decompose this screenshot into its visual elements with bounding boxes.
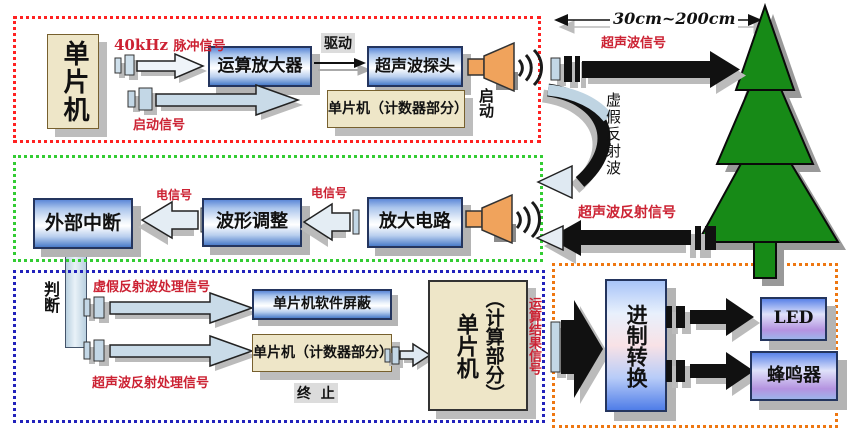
waveform-adjust-label: 波形调整 [216, 211, 288, 233]
drive-arrow-icon [314, 58, 372, 76]
external-interrupt-label: 外部中断 [44, 211, 121, 234]
reflect-processed-arrow-icon [83, 334, 257, 371]
buzzer-label: 蜂鸣器 [767, 364, 821, 386]
converter-box: 进制转换 [605, 279, 667, 412]
false-reflection-label: 虚假反射波 [604, 92, 622, 177]
software-mask-label: 单片机软件屏蔽 [273, 296, 371, 313]
pulse-freq-text: 40kHz [114, 36, 168, 54]
electric-signal-2-arrow-icon [300, 202, 360, 247]
mcu-box: 单片机 [47, 34, 99, 129]
receive-section-border [13, 155, 543, 262]
false-reflection-arrow-icon [536, 83, 613, 200]
reflected-signal-label: 超声波反射信号 [578, 205, 676, 221]
tree-icon [696, 2, 846, 286]
probe-label: 超声波探头 [374, 56, 455, 76]
mcu-counter-bottom-box: 单片机（计数器部分） [252, 334, 393, 372]
electric-signal-1-label: 电信号 [156, 188, 193, 202]
drive-label: 驱动 [321, 33, 355, 53]
mcu-calc-label: 单片机 [452, 312, 478, 379]
pulse-signal-label: 40kHz 脉冲信号 [114, 35, 226, 54]
to-calc-arrow-icon [384, 342, 434, 370]
judge-label: 判断 [41, 281, 60, 313]
false-processed-arrow-icon [83, 291, 257, 328]
pulse-signal-text: 脉冲信号 [173, 39, 226, 54]
buzzer-arrow-icon [666, 352, 760, 396]
start-label: 启动 [477, 88, 495, 118]
led-label: LED [773, 308, 814, 329]
buzzer-box: 蜂鸣器 [750, 351, 838, 401]
false-processed-label: 虚假反射波处理信号 [93, 280, 211, 295]
result-signal-label: 运算结果信号 [526, 297, 541, 375]
process-section-border [13, 270, 545, 423]
software-mask-box: 单片机软件屏蔽 [252, 289, 392, 320]
start-signal-arrow-icon [127, 83, 303, 120]
receive-speaker-icon [465, 193, 541, 245]
opamp-box: 运算放大器 [208, 46, 312, 87]
mcu-counter-bottom-label: 单片机（计数器部分） [253, 344, 393, 361]
converter-label: 进制转换 [624, 303, 649, 388]
pulse-arrow-icon [114, 52, 207, 83]
probe-box: 超声波探头 [367, 46, 463, 87]
mcu-counter-top-box: 单片机（计数器部分） [327, 90, 468, 128]
ultrasonic-wave-arrow-icon [550, 51, 746, 94]
terminate-label: 终 止 [294, 383, 338, 403]
result-arrow-icon [550, 300, 609, 404]
mcu-counter-top-label: 单片机（计数器部分） [328, 100, 468, 117]
amplifier-box: 放大电路 [367, 197, 463, 248]
led-box: LED [760, 297, 827, 341]
external-interrupt-box: 外部中断 [33, 198, 133, 249]
mcu-label: 单片机 [58, 39, 89, 124]
calc-part-label: （计算部分） [482, 288, 505, 403]
transmit-speaker-icon [467, 41, 543, 93]
led-arrow-icon [666, 298, 760, 342]
ultrasonic-signal-label: 超声波信号 [601, 36, 667, 51]
mcu-calc-box: 单片机 （计算部分） [428, 280, 528, 411]
waveform-adjust-box: 波形调整 [202, 198, 302, 247]
reflect-processed-label: 超声波反射处理信号 [92, 376, 210, 391]
amplifier-label: 放大电路 [379, 211, 451, 233]
start-signal-label: 启动信号 [133, 118, 186, 133]
distance-range-label: 30cm~200cm [610, 9, 739, 28]
electric-signal-2-label: 电信号 [311, 186, 348, 200]
opamp-label: 运算放大器 [217, 55, 303, 76]
reflected-wave-arrow-icon [535, 220, 716, 264]
